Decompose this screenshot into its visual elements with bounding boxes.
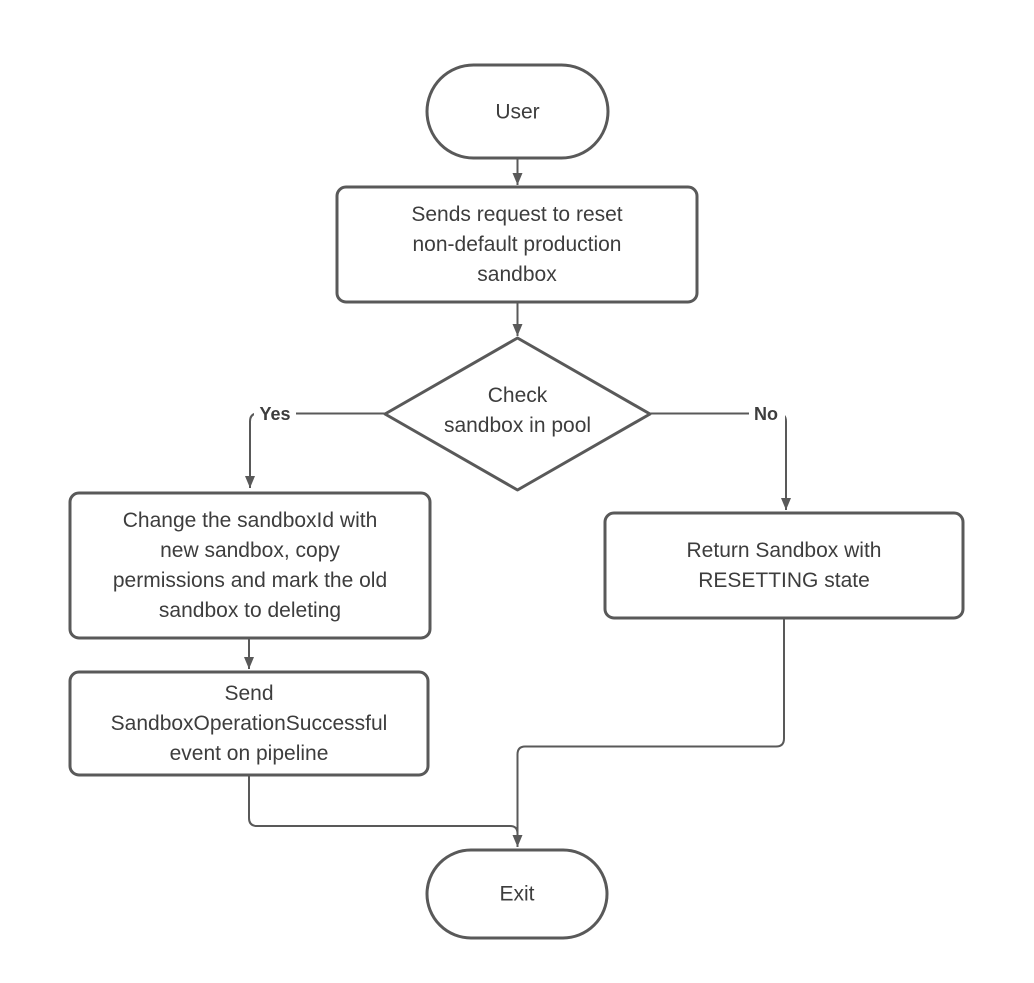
node-send-request-label-line2: non-default production — [413, 233, 622, 256]
edge-label-yes-bg — [254, 402, 296, 425]
node-send-request: Sends request to reset non-default produ… — [335, 185, 699, 304]
node-change-sandbox-label-line1: Change the sandboxId with — [123, 509, 378, 532]
node-user-shape — [425, 63, 610, 160]
node-exit-label: Exit — [499, 883, 534, 906]
node-change-sandbox: Change the sandboxId with new sandbox, c… — [68, 491, 432, 640]
node-check-pool-label-line1: Check — [488, 384, 548, 407]
node-send-request-label-line3: sandbox — [477, 263, 557, 286]
node-send-event-label-line2: SandboxOperationSuccessful — [111, 712, 388, 735]
node-return-sandbox: Return Sandbox with RESETTING state — [603, 511, 965, 620]
node-return-sandbox-label-line2: RESETTING state — [698, 569, 870, 592]
edge-label-yes-text: Yes — [259, 404, 290, 424]
edges: Yes No — [244, 158, 791, 847]
edge-no-branch — [650, 412, 791, 510]
edge-return-sandbox-to-exit — [512, 618, 785, 847]
node-change-sandbox-label-line3: permissions and mark the old — [113, 569, 387, 592]
node-return-sandbox-label-line1: Return Sandbox with — [687, 539, 882, 562]
node-send-event-label-line1: Send — [224, 682, 273, 705]
node-user-label: User — [495, 101, 539, 124]
node-check-pool: Check sandbox in pool — [383, 336, 652, 492]
node-user: User — [425, 63, 610, 160]
node-exit-shape — [425, 848, 609, 940]
node-change-sandbox-label-line2: new sandbox, copy — [160, 539, 340, 562]
node-send-event-shape — [68, 670, 430, 777]
node-check-pool-shape — [383, 336, 652, 492]
node-exit: Exit — [425, 848, 609, 940]
node-check-pool-label-line2: sandbox in pool — [444, 414, 591, 437]
node-send-request-shape — [335, 185, 699, 304]
node-return-sandbox-shape — [603, 511, 965, 620]
node-send-event-label-line3: event on pipeline — [170, 742, 329, 765]
edge-label-no: No — [749, 402, 785, 425]
edge-label-no-bg — [749, 402, 785, 425]
node-change-sandbox-label-line4: sandbox to deleting — [159, 599, 341, 622]
edge-label-yes: Yes — [254, 402, 296, 425]
edge-label-no-text: No — [754, 404, 778, 424]
node-send-request-label-line1: Sends request to reset — [411, 203, 622, 226]
node-send-event: Send SandboxOperationSuccessful event on… — [68, 670, 430, 777]
node-change-sandbox-shape — [68, 491, 432, 640]
edge-send-event-to-exit — [248, 775, 519, 834]
